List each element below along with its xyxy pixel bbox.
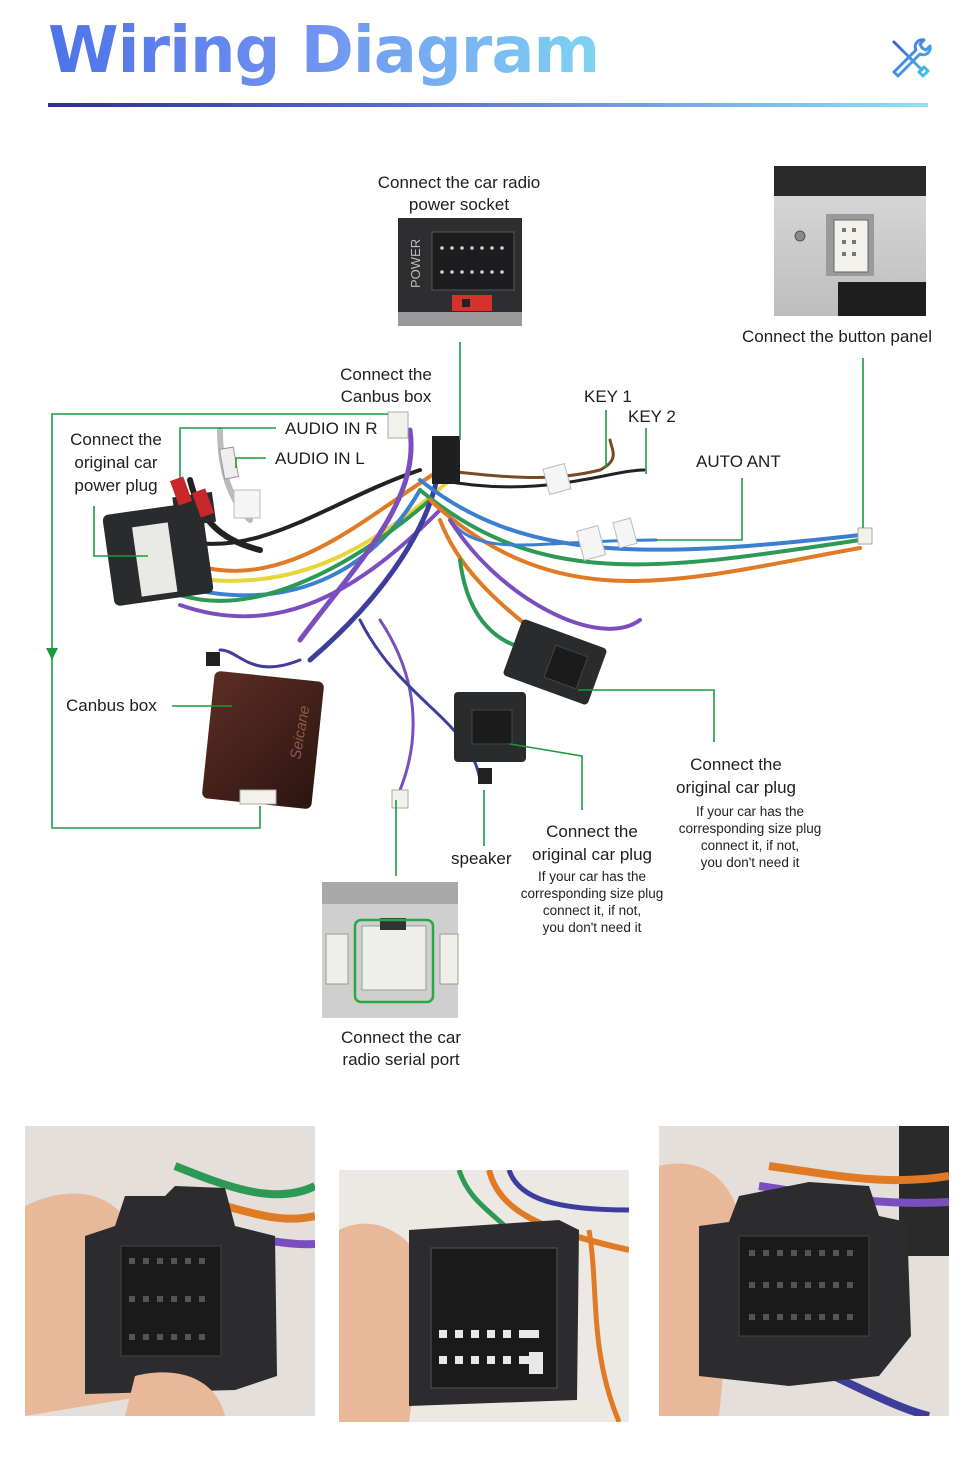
label-audio-l: AUDIO IN L (275, 449, 365, 468)
serial-plug (391, 789, 409, 809)
power-socket-text: POWER (408, 239, 423, 288)
button-panel-plug (857, 527, 873, 545)
page-title: Wiring Diagram (48, 14, 600, 88)
connector-photo-right (659, 1126, 949, 1416)
canbus-box-device (202, 671, 324, 809)
connector-photo-center (339, 1170, 629, 1422)
power-socket-photo (398, 218, 522, 326)
button-panel-photo (774, 166, 926, 316)
connector-photo-left (25, 1126, 315, 1416)
tools-icon (886, 34, 934, 82)
original-power-plug (102, 491, 217, 606)
original-car-plug-right (503, 619, 607, 705)
rca-plugs (169, 446, 261, 519)
label-key1: KEY 1 (584, 387, 632, 406)
label-auto-ant: AUTO ANT (696, 452, 781, 471)
label-button-panel: Connect the button panel (742, 327, 932, 346)
power-socket-plug (432, 436, 460, 484)
canbus-conn-plug (387, 411, 409, 439)
leader-lines (51, 342, 864, 876)
arrow-head (46, 648, 58, 660)
wire-harness (173, 427, 862, 792)
ant-label-tag-2 (612, 517, 638, 549)
label-speaker: speaker (451, 849, 512, 868)
wiring-diagram: POWER (46, 166, 926, 1018)
label-audio-r: AUDIO IN R (285, 419, 378, 438)
original-car-plug-mid (454, 692, 526, 762)
label-key2: KEY 2 (628, 407, 676, 426)
label-canbus-box: Canbus box (66, 696, 157, 715)
key-label-tag (542, 462, 572, 496)
title-underline (48, 103, 928, 107)
speaker-plug (478, 768, 492, 784)
ant-label-tag (575, 525, 607, 561)
small-black-plug (206, 652, 220, 666)
serial-port-photo (322, 882, 459, 1018)
